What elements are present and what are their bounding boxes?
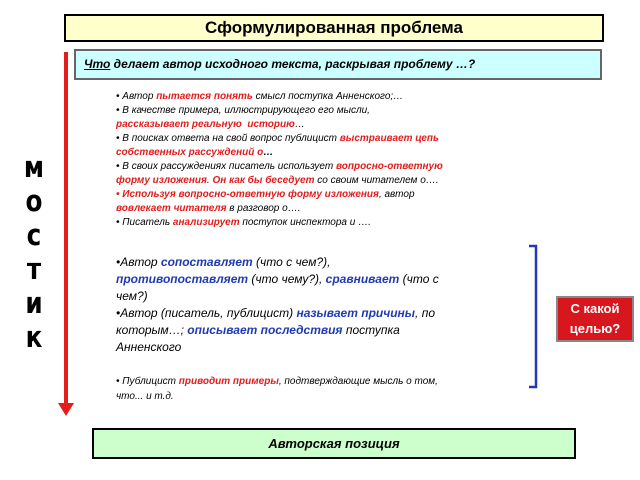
- side-letter: с: [26, 218, 42, 252]
- list-item: • Писатель анализирует поступок инспекто…: [116, 217, 371, 228]
- list-item: • Автор пытается понять смысл поступка А…: [116, 91, 404, 102]
- question-underlined: Что: [84, 57, 111, 71]
- side-letter: м: [23, 150, 45, 184]
- goal-line-1: С какой: [570, 301, 620, 316]
- side-letter: к: [25, 320, 43, 354]
- arrow-down-icon: [58, 403, 74, 416]
- list-item: • Публицист приводит примеры, подтвержда…: [116, 376, 438, 402]
- list-item: • В поисках ответа на свой вопрос публиц…: [116, 133, 439, 158]
- side-word-mostik: м о с т и к: [16, 150, 52, 354]
- side-letter: т: [26, 252, 42, 286]
- goal-badge: С какой целью?: [556, 296, 634, 342]
- phrase-list-2: •Автор сопоставляет (что с чем?),противо…: [116, 254, 516, 356]
- side-letter: и: [25, 286, 43, 320]
- phrase-list-1: • Автор пытается понять смысл поступка А…: [116, 90, 536, 230]
- page-title: Сформулированная проблема: [64, 14, 604, 42]
- question-text: делает автор исходного текста, раскрывая…: [110, 57, 476, 71]
- author-position-box: Авторская позиция: [92, 428, 576, 459]
- vertical-red-line: [64, 52, 68, 404]
- list-item: • В качестве примера, иллюстрирующего ег…: [116, 105, 370, 130]
- goal-line-2: целью?: [569, 321, 621, 336]
- question-box: Что делает автор исходного текста, раскр…: [74, 49, 602, 80]
- list-item: •Автор сопоставляет (что с чем?),противо…: [116, 255, 439, 303]
- list-item: •Автор (писатель, публицист) называет пр…: [116, 306, 435, 354]
- list-item: • Используя вопросно-ответную форму изло…: [116, 189, 415, 214]
- side-letter: о: [25, 184, 43, 218]
- phrase-list-3: • Публицист приводит примеры, подтвержда…: [116, 374, 516, 404]
- right-bracket-icon: [529, 244, 538, 389]
- list-item: • В своих рассуждениях писатель использу…: [116, 161, 443, 186]
